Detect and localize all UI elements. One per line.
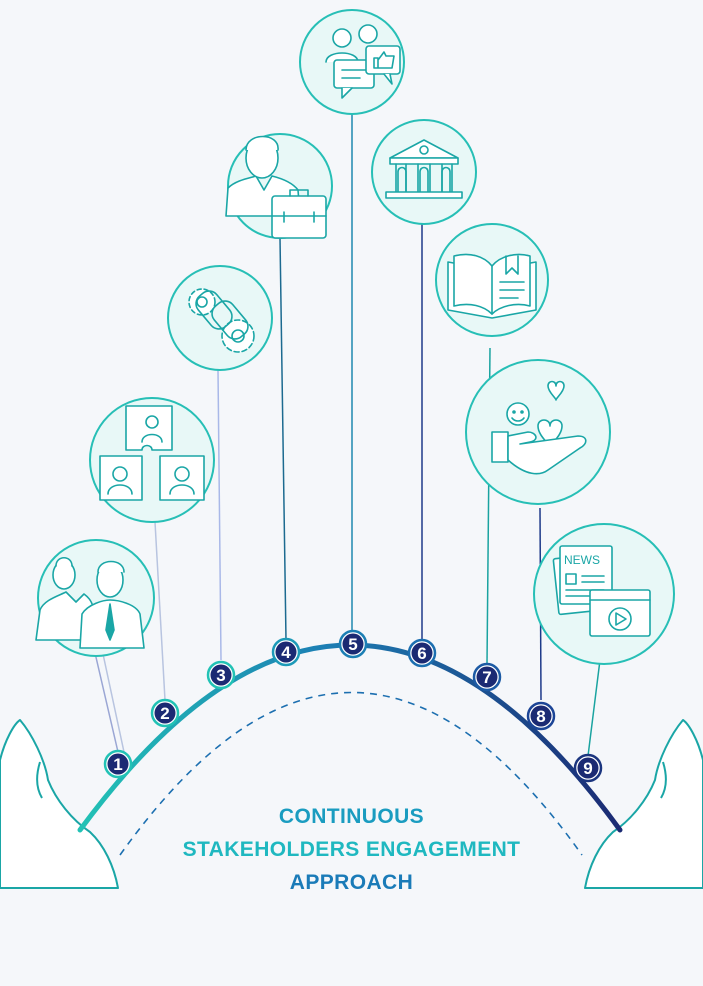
step-marker-2: 2 (150, 698, 180, 728)
step-number: 8 (536, 707, 545, 726)
puzzle-people-icon (99, 405, 205, 501)
open-book-icon (447, 253, 537, 319)
circle-6 (371, 119, 477, 225)
businessman-icon (225, 135, 327, 239)
step-marker-5: 5 (338, 629, 368, 659)
step-number: 1 (113, 755, 122, 774)
step-marker-3: 3 (206, 660, 236, 690)
left-hand-icon (0, 719, 119, 889)
title-line-2: STAKEHOLDERS ENGAGEMENT (182, 838, 521, 861)
news-label: NEWS (564, 553, 600, 567)
step-number: 7 (482, 668, 491, 687)
step-marker-1: 1 (103, 749, 133, 779)
step-marker-9: 9 (573, 753, 603, 783)
step-number: 9 (583, 759, 592, 778)
step-number: 5 (348, 635, 357, 654)
step-number: 2 (160, 704, 169, 723)
step-markers: 1 2 3 4 5 (103, 629, 603, 783)
step-marker-6: 6 (407, 638, 437, 668)
circle-8 (465, 359, 611, 505)
step-marker-7: 7 (472, 662, 502, 692)
people-icon (35, 556, 145, 649)
diagram-title: CONTINUOUS STAKEHOLDERS ENGAGEMENT APPRO… (0, 800, 703, 899)
news-media-icon: NEWS (552, 545, 651, 637)
dashed-arc (119, 691, 583, 856)
gears-link-icon (188, 288, 255, 353)
step-marker-8: 8 (526, 701, 556, 731)
government-building-icon (385, 139, 463, 199)
chat-thumbs-up-icon (325, 24, 401, 99)
right-hand-icon (584, 719, 703, 889)
circle-3 (167, 265, 273, 371)
step-marker-4: 4 (271, 637, 301, 667)
hand-hearts-icon (491, 380, 587, 475)
step-number: 6 (417, 644, 426, 663)
title-line-3: APPROACH (289, 871, 414, 894)
title-line-1: CONTINUOUS (278, 805, 425, 828)
step-number: 4 (281, 643, 291, 662)
step-number: 3 (216, 666, 225, 685)
